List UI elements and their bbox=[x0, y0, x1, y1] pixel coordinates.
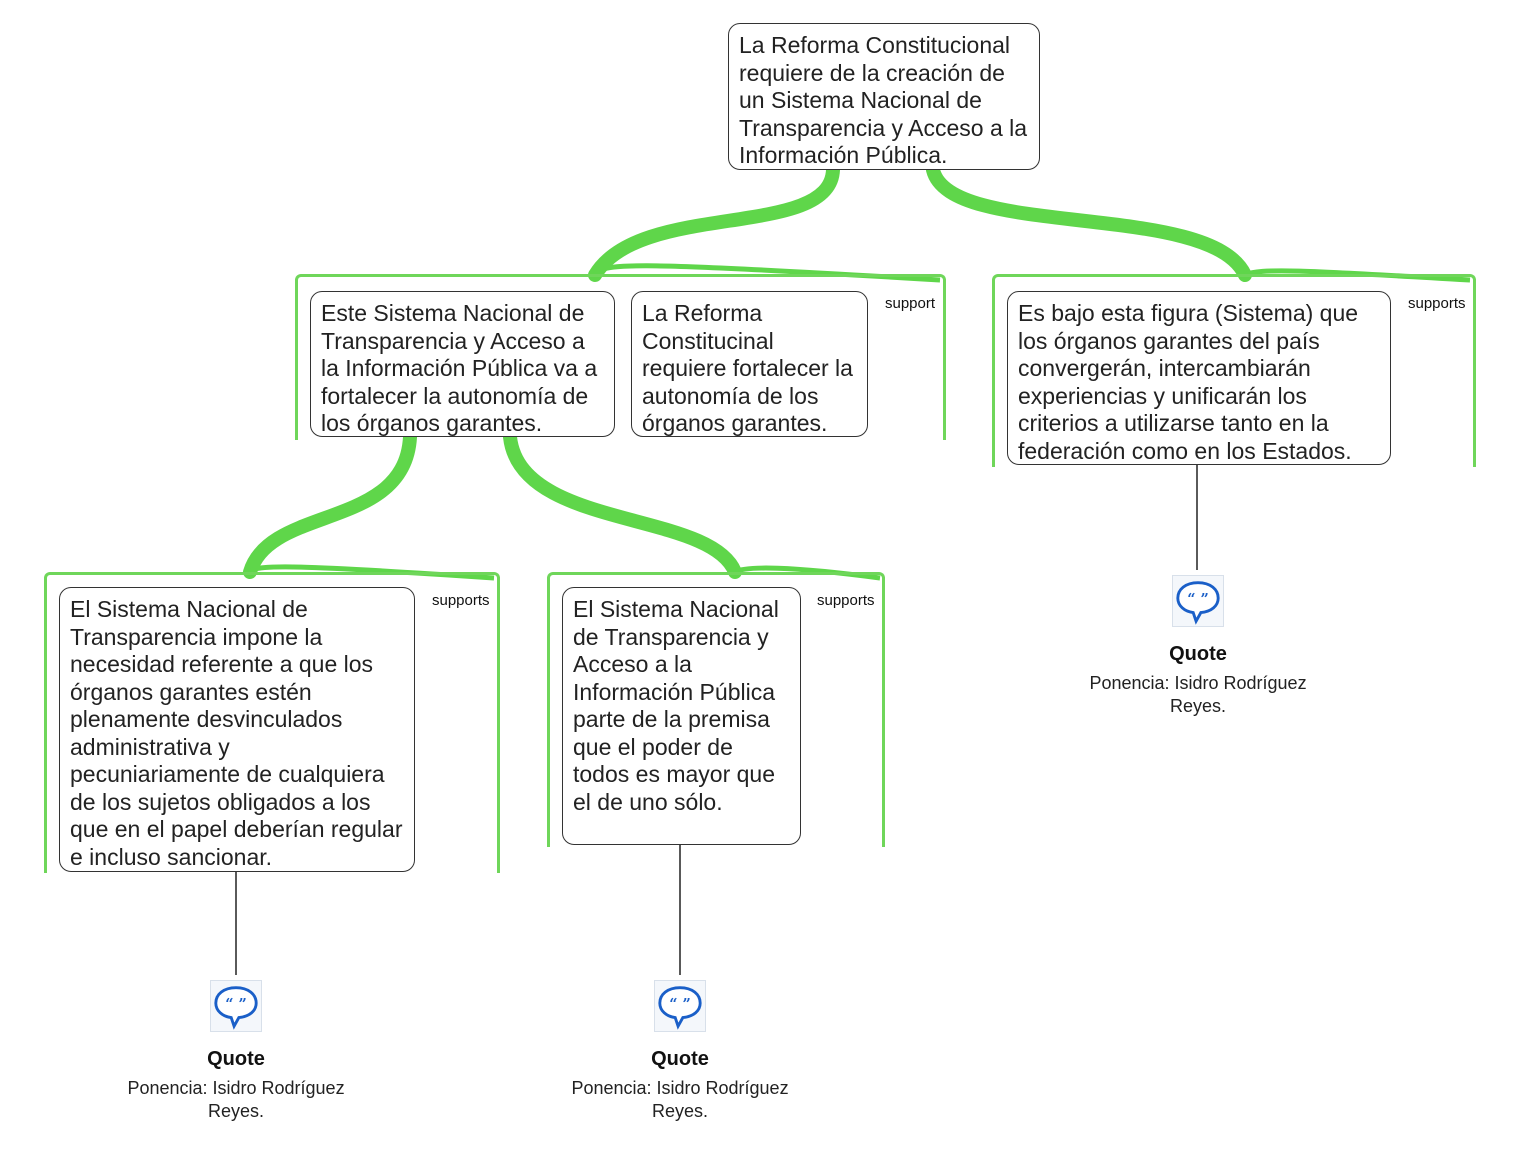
group-frame-mid-left bbox=[295, 274, 946, 440]
quote-source: Ponencia: Isidro Rodríguez Reyes. bbox=[1089, 673, 1307, 716]
speech-bubble-quote-icon[interactable]: “ ” bbox=[654, 980, 706, 1032]
speech-bubble-quote-icon[interactable]: “ ” bbox=[210, 980, 262, 1032]
quote-bottom-left[interactable]: “ ” Quote Ponencia: Isidro Rodríguez Rey… bbox=[126, 980, 346, 1123]
quote-title: Quote bbox=[1169, 643, 1227, 665]
svg-text:“ ”: “ ” bbox=[669, 996, 691, 1013]
link-root-to-mid-left-fan bbox=[592, 263, 941, 283]
quote-mid-right[interactable]: “ ” Quote Ponencia: Isidro Rodríguez Rey… bbox=[1088, 575, 1308, 718]
group-label-mid-left: support bbox=[885, 295, 936, 312]
quote-title: Quote bbox=[651, 1048, 709, 1070]
group-frame-bottom-mid bbox=[547, 572, 885, 847]
quote-source: Ponencia: Isidro Rodríguez Reyes. bbox=[571, 1078, 789, 1121]
group-frame-mid-right bbox=[992, 274, 1476, 467]
link-root-to-mid-left bbox=[588, 163, 840, 282]
svg-text:“ ”: “ ” bbox=[225, 996, 247, 1013]
node-root-claim[interactable]: La Reforma Constitucional requiere de la… bbox=[728, 23, 1040, 170]
group-label-bottom-left: supports bbox=[432, 592, 490, 609]
node-bottom-mid[interactable]: El Sistema Nacional de Transparencia y A… bbox=[562, 587, 801, 845]
link-mid-to-bottom-left bbox=[243, 430, 417, 579]
quote-title: Quote bbox=[207, 1048, 265, 1070]
svg-text:“ ”: “ ” bbox=[1187, 591, 1209, 608]
speech-bubble-quote-icon[interactable]: “ ” bbox=[1172, 575, 1224, 627]
quote-bottom-mid[interactable]: “ ” Quote Ponencia: Isidro Rodríguez Rey… bbox=[570, 980, 790, 1123]
group-label-bottom-mid: supports bbox=[817, 592, 875, 609]
group-label-mid-right: supports bbox=[1408, 295, 1466, 312]
node-mid-right[interactable]: Es bajo esta figura (Sistema) que los ór… bbox=[1007, 291, 1391, 465]
node-bottom-left[interactable]: El Sistema Nacional de Transparencia imp… bbox=[59, 587, 415, 872]
link-mid-to-bottom-mid bbox=[503, 430, 742, 579]
node-mid-left-a[interactable]: Este Sistema Nacional de Transparencia y… bbox=[310, 291, 615, 437]
link-root-to-mid-right bbox=[926, 163, 1252, 282]
quote-source: Ponencia: Isidro Rodríguez Reyes. bbox=[127, 1078, 345, 1121]
node-mid-left-b[interactable]: La Reforma Constitucinal requiere fortal… bbox=[631, 291, 868, 437]
group-frame-bottom-left bbox=[44, 572, 500, 873]
